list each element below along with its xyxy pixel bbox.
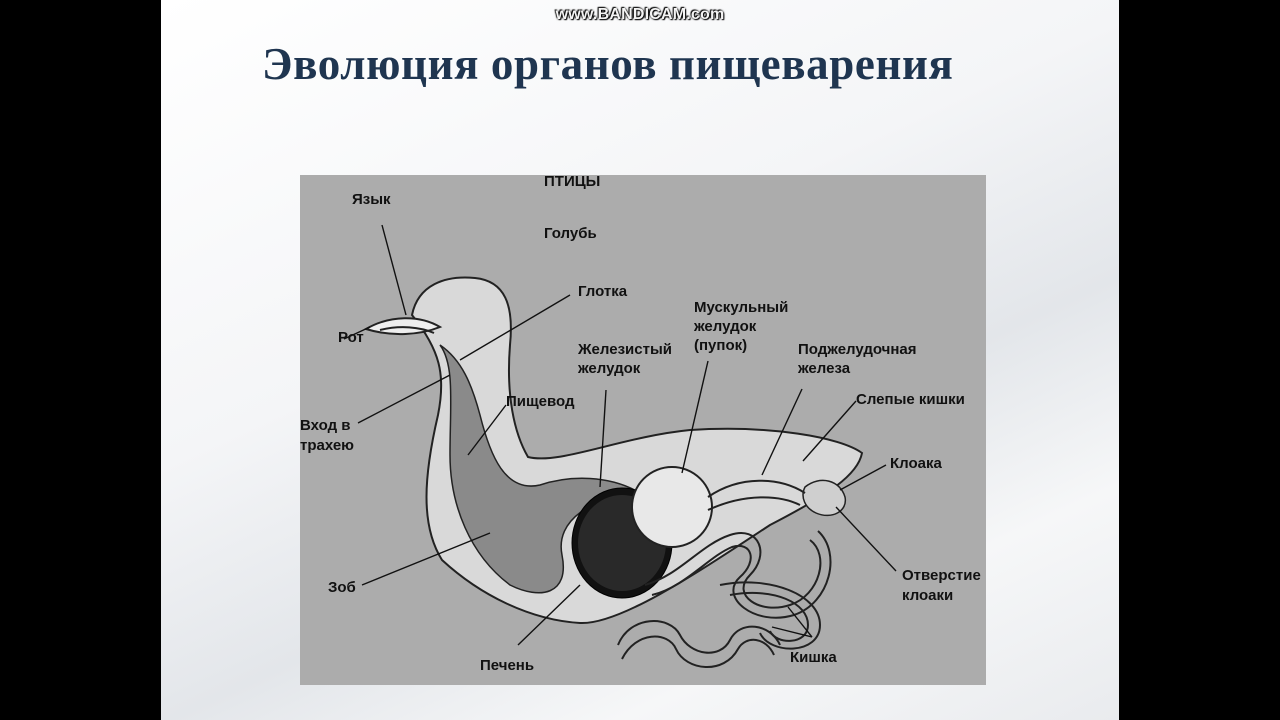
species-label: Голубь [544, 225, 597, 243]
mouth-label: Рот [338, 329, 364, 347]
muscular-stomach-label-line1: Мускульный [694, 299, 788, 317]
pancreas-label-line2: железа [798, 360, 850, 378]
bandicam-watermark: www.BANDICAM.com [522, 6, 758, 24]
glandular-stomach-label-line1: Железистый [578, 341, 672, 359]
crop-label: Зоб [328, 579, 356, 597]
diagram-illustration [300, 175, 986, 685]
group-label: ПТИЦЫ [544, 175, 600, 191]
intestine-label: Кишка [790, 649, 837, 667]
slide-title: Эволюция органов пищеварения [262, 38, 1082, 90]
muscular-stomach-label-line3: (пупок) [694, 337, 747, 355]
glandular-stomach-label-line2: желудок [578, 360, 640, 378]
trachea-entrance-label-line1: Вход в [300, 417, 350, 435]
pigeon-digestive-diagram: ПТИЦЫ Голубь Язык Рот Глотка Вход в трах… [300, 175, 986, 685]
trachea-entrance-label-line2: трахею [300, 437, 354, 455]
muscular-stomach-label-line2: желудок [694, 318, 756, 336]
tongue-label: Язык [352, 191, 391, 209]
cloaca-opening-label-line2: клоаки [902, 587, 953, 605]
cloaca-opening-label-line1: Отверстие [902, 567, 981, 585]
pharynx-label: Глотка [578, 283, 627, 301]
liver-label: Печень [480, 657, 534, 675]
gizzard-shape [632, 467, 712, 547]
esophagus-label: Пищевод [506, 393, 575, 411]
caeca-label: Слепые кишки [856, 391, 965, 409]
cloaca-label: Клоака [890, 455, 942, 473]
pancreas-label-line1: Поджелудочная [798, 341, 917, 359]
